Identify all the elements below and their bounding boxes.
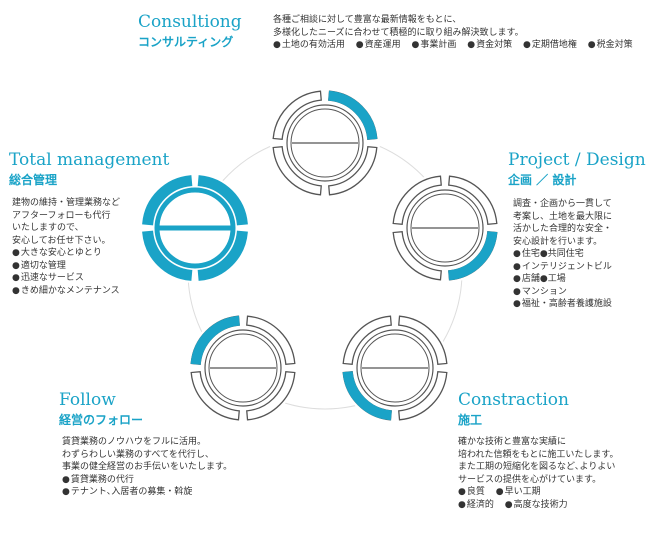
- construction-text-block: 確かな技術と豊富な実績に 培われた信頼をもとに施工いたします。 また工期の短縮化…: [458, 436, 643, 511]
- project-list: 住宅●共同住宅 インテリジェントビル 店舗●工場 マンション 福祉・高齢者養護施…: [513, 248, 643, 311]
- project-title-en: Project / Design: [508, 150, 646, 170]
- construction-list-row2: 経済的 高度な技術力: [458, 499, 643, 512]
- management-highlight-segment: [198, 231, 248, 281]
- management-item: きめ細かなメンテナンス: [12, 285, 162, 298]
- consulting-inner-ring: [286, 104, 364, 182]
- management-title-en: Total management: [9, 150, 170, 170]
- management-highlight-segment: [198, 175, 248, 225]
- project-inner-ring: [406, 189, 484, 267]
- consulting-ring-segment: [328, 146, 378, 196]
- consulting-emblem: [270, 88, 380, 198]
- project-text-block: 調査・企画から一貫して 考案し、土地を最大限に 活かした合理的な安全・ 安心設計…: [513, 198, 643, 311]
- follow-text-block: 賃貸業務のノウハウをフルに活用。 わずらわしい業務のすべてを代行し、 事業の健全…: [62, 436, 292, 499]
- project-item: 福祉・高齢者養護施設: [513, 298, 643, 311]
- project-item: インテリジェントビル: [513, 261, 643, 274]
- consulting-item: 税金対策: [588, 39, 633, 52]
- project-title-jp: 企画 ／ 設計: [508, 173, 577, 187]
- follow-title-block: Follow 経営のフォロー: [59, 390, 143, 428]
- consulting-title-block: Consultiong コンサルティング: [138, 12, 242, 50]
- project-inner-ring-2: [410, 193, 480, 263]
- construction-highlight-segment: [342, 371, 392, 421]
- project-ring-segment: [448, 175, 498, 225]
- construction-emblem: [340, 313, 450, 423]
- construction-item: 早い工期: [496, 486, 541, 499]
- consulting-item: 事業計画: [412, 39, 456, 52]
- project-ring-segment: [392, 175, 442, 225]
- project-item: 店舗●工場: [513, 273, 643, 286]
- follow-emblem: [188, 313, 298, 423]
- project-ring-segment: [392, 231, 442, 281]
- follow-highlight-segment: [190, 315, 240, 365]
- consulting-ring-segment: [272, 90, 322, 140]
- management-text-block: 建物の維持・管理業務など アフターフォローも代行 いたしますので、 安心してお任…: [12, 197, 162, 297]
- management-emblem: [140, 173, 250, 283]
- consulting-text-block: 各種ご相談に対して豊富な最新情報をもとに、 多様化したニーズに合わせて積極的に取…: [273, 14, 643, 52]
- follow-inner-ring-2: [208, 333, 278, 403]
- follow-title-en: Follow: [59, 390, 116, 410]
- consulting-inner-ring-2: [290, 108, 360, 178]
- consulting-item: 資金対策: [467, 39, 512, 52]
- project-highlight-segment: [448, 231, 498, 281]
- construction-item: 高度な技術力: [505, 499, 568, 512]
- follow-title-jp: 経営のフォロー: [59, 413, 144, 427]
- consulting-item: 定期借地権: [523, 39, 577, 52]
- consulting-ring-segment: [272, 146, 322, 196]
- consulting-title-jp: コンサルティング: [138, 35, 234, 49]
- management-title-jp: 総合管理: [9, 173, 58, 187]
- management-inner-ring: [154, 187, 236, 269]
- project-title-block: Project / Design 企画 ／ 設計: [508, 150, 646, 188]
- construction-ring-segment: [398, 371, 448, 421]
- project-item: 住宅●共同住宅: [513, 248, 643, 261]
- follow-ring-segment: [190, 371, 240, 421]
- management-title-block: Total management 総合管理: [9, 150, 169, 188]
- construction-title-block: Constraction 施工: [458, 390, 569, 428]
- follow-item: テナント､入居者の募集・斡旋: [62, 486, 292, 499]
- project-description: 調査・企画から一貫して 考案し、土地を最大限に 活かした合理的な安全・ 安心設計…: [513, 199, 613, 247]
- consulting-title-en: Consultiong: [138, 12, 242, 32]
- project-emblem: [390, 173, 500, 283]
- construction-item: 経済的: [458, 499, 494, 512]
- management-item: 大きな安心とゆとり: [12, 247, 162, 260]
- follow-ring-segment: [246, 371, 296, 421]
- construction-item: 良質: [458, 486, 485, 499]
- consulting-highlight-segment: [328, 90, 378, 140]
- consulting-list: 土地の有効活用 資産運用 事業計画 資金対策 定期借地権 税金対策: [273, 39, 643, 52]
- consulting-item: 資産運用: [356, 39, 401, 52]
- management-item: 迅速なサービス: [12, 272, 162, 285]
- construction-description: 確かな技術と豊富な実績に 培われた信頼をもとに施工いたします。 また工期の短縮化…: [458, 437, 619, 485]
- management-highlight-segment: [142, 175, 192, 225]
- follow-inner-ring: [204, 329, 282, 407]
- construction-inner-ring: [356, 329, 434, 407]
- follow-item: 賃貸業務の代行: [62, 474, 292, 487]
- consulting-item: 土地の有効活用: [273, 39, 345, 52]
- follow-ring-segment: [246, 315, 296, 365]
- follow-list: 賃貸業務の代行 テナント､入居者の募集・斡旋: [62, 474, 292, 499]
- construction-ring-segment: [342, 315, 392, 365]
- management-item: 適切な管理: [12, 260, 162, 273]
- follow-description: 賃貸業務のノウハウをフルに活用。 わずらわしい業務のすべてを代行し、 事業の健全…: [62, 437, 233, 472]
- management-description: 建物の維持・管理業務など アフターフォローも代行 いたしますので、 安心してお任…: [12, 198, 121, 246]
- construction-ring-segment: [398, 315, 448, 365]
- construction-list-row1: 良質 早い工期: [458, 486, 643, 499]
- consulting-description: 各種ご相談に対して豊富な最新情報をもとに、 多様化したニーズに合わせて積極的に取…: [273, 15, 524, 38]
- construction-title-jp: 施工: [458, 413, 483, 427]
- construction-title-en: Constraction: [458, 390, 569, 410]
- management-list: 大きな安心とゆとり 適切な管理 迅速なサービス きめ細かなメンテナンス: [12, 247, 162, 297]
- construction-inner-ring-2: [360, 333, 430, 403]
- project-item: マンション: [513, 286, 643, 299]
